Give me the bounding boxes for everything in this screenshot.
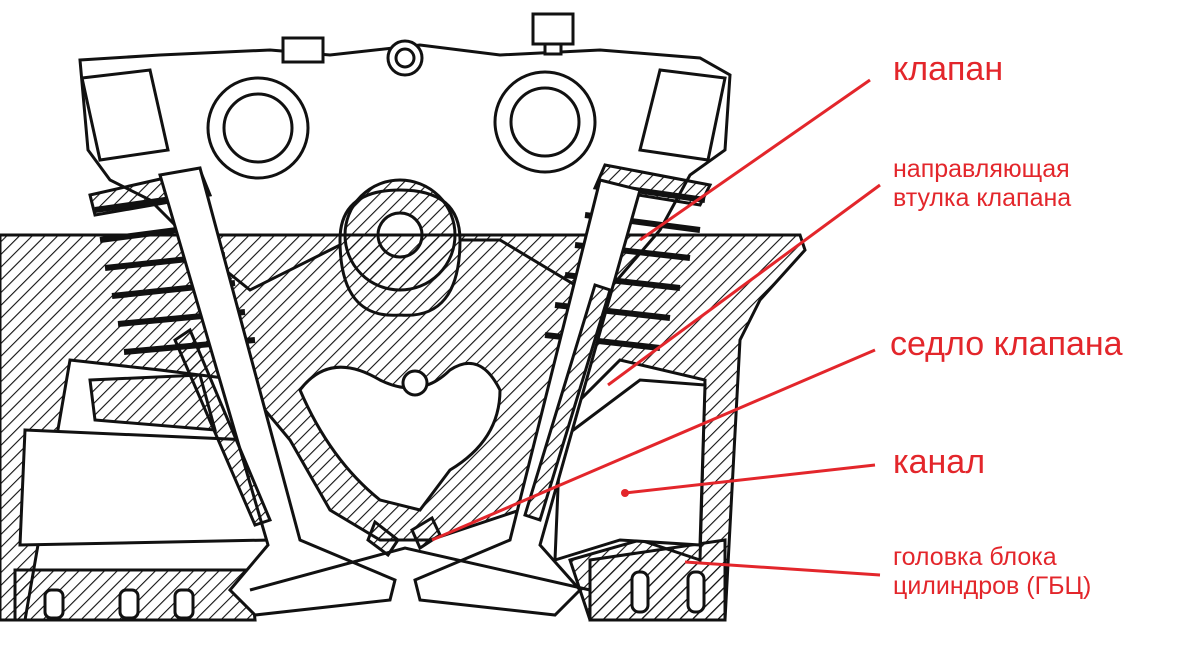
leader-valve-seat — [431, 348, 876, 542]
camshaft-bores — [206, 70, 597, 180]
leader-cylinder-head — [684, 560, 881, 577]
combustion-chamber — [249, 546, 591, 592]
tappets — [80, 68, 727, 162]
leader-lines — [431, 78, 881, 577]
label-port: канал — [893, 443, 986, 481]
housing-bolt-right — [531, 12, 575, 46]
intake-valve — [158, 166, 397, 617]
leader-port — [624, 463, 876, 495]
label-cylinder-head-line2: цилиндров (ГБЦ) — [893, 571, 1092, 600]
leader-valve-guide — [607, 183, 881, 387]
label-cylinder-head: головка блока цилиндров (ГБЦ) — [893, 543, 1091, 601]
port-marker-dot — [621, 489, 629, 497]
label-valve-guide: направляющая втулка клапана — [893, 155, 1071, 213]
label-valve: клапан — [893, 50, 1004, 88]
leader-valve — [639, 78, 871, 242]
housing-bolt-left — [281, 36, 325, 64]
label-cylinder-head-line1: головка блока — [893, 543, 1057, 571]
valve-seats — [366, 515, 442, 558]
label-valve-seat: седло клапана — [890, 325, 1123, 363]
label-valve-guide-line2: втулка клапана — [893, 183, 1072, 212]
label-valve-guide-line1: направляющая — [893, 155, 1070, 183]
exhaust-valve — [413, 178, 642, 617]
cylinder-head-body — [0, 233, 807, 622]
